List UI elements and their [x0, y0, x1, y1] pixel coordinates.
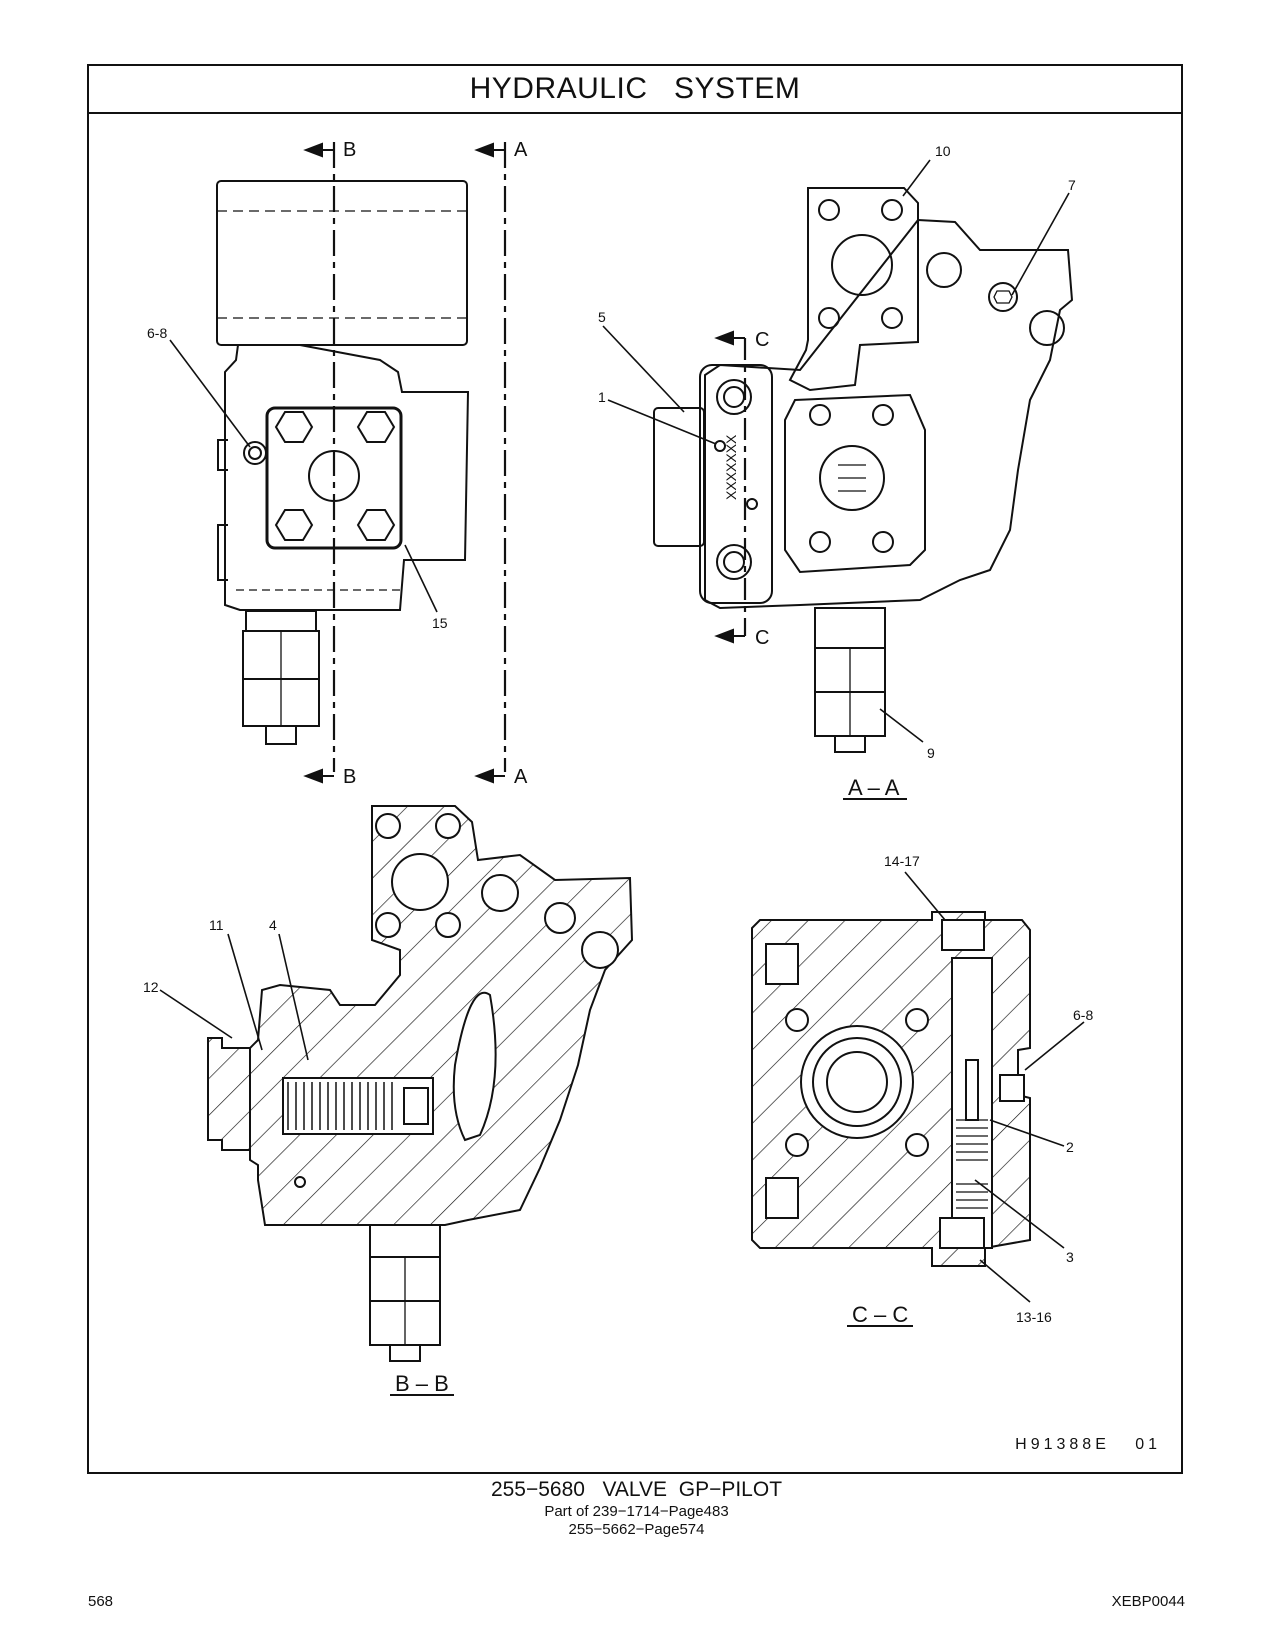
plug	[243, 441, 267, 465]
page-number: 568	[88, 1593, 114, 1610]
drawing-frame: HYDRAULIC SYSTEM H91388E 01	[87, 64, 1183, 1474]
title-bar: HYDRAULIC SYSTEM	[89, 66, 1181, 114]
callout-13-16: 13-16	[1016, 1309, 1052, 1325]
top-left-view	[216, 180, 470, 745]
callout-1: 1	[598, 389, 606, 405]
callout-4: 4	[269, 917, 277, 933]
pilot-flange	[784, 393, 926, 574]
section-marker-c: C	[755, 329, 769, 351]
callout-2: 2	[1066, 1139, 1074, 1155]
section-lines	[303, 142, 747, 784]
fitting-base	[245, 610, 317, 632]
view-label-aa: A – A	[848, 775, 900, 800]
callout-14-17: 14-17	[884, 853, 920, 869]
fitting-tip	[265, 725, 297, 745]
hex-bolt	[356, 509, 396, 541]
section-marker-b: B	[343, 139, 356, 161]
callout-15: 15	[432, 615, 448, 631]
page-title: HYDRAULIC SYSTEM	[469, 72, 801, 105]
drawing-code: H91388E 01	[1015, 1436, 1161, 1453]
callout-11: 11	[209, 917, 224, 933]
callout-9: 9	[927, 745, 935, 761]
view-label-cc: C – C	[852, 1302, 908, 1327]
solenoid-connector	[653, 407, 705, 547]
view-b-b	[207, 805, 634, 1362]
flange-block	[788, 187, 919, 392]
section-marker-c: C	[755, 627, 769, 649]
valve-cap	[699, 364, 773, 604]
part-of-line: 255−5662−Page574	[568, 1521, 705, 1538]
valve-housing	[224, 344, 470, 611]
view-c-c	[751, 911, 1031, 1267]
solenoid-body	[216, 180, 468, 346]
hex-bolt	[274, 411, 314, 443]
section-marker-a: A	[514, 139, 528, 161]
callout-7: 7	[1068, 177, 1076, 193]
callout-6-8: 6-8	[1073, 1007, 1093, 1023]
callout-12: 12	[143, 979, 159, 995]
plug-inner	[248, 446, 262, 460]
section-marker-a: A	[514, 766, 528, 788]
view-a-a: XXXXXXX	[653, 187, 1074, 753]
callout-5: 5	[598, 309, 606, 325]
relief-bore	[951, 957, 993, 1249]
part-of-line: Part of 239−1714−Page483	[544, 1503, 729, 1520]
callout-6-8: 6-8	[147, 325, 167, 341]
section-marker-b: B	[343, 766, 356, 788]
part-caption: 255−5680 VALVE GP−PILOT	[490, 1478, 783, 1501]
spool-bore	[452, 991, 497, 1142]
leader-lines	[159, 159, 1085, 1396]
plate-text: XXXXXXX	[723, 434, 739, 500]
callout-3: 3	[1066, 1249, 1074, 1265]
hex-bolt	[274, 509, 314, 541]
view-label-bb: B – B	[395, 1371, 449, 1396]
document-code: XEBP0044	[1111, 1593, 1185, 1610]
callout-10: 10	[935, 143, 951, 159]
hex-bolt	[356, 411, 396, 443]
